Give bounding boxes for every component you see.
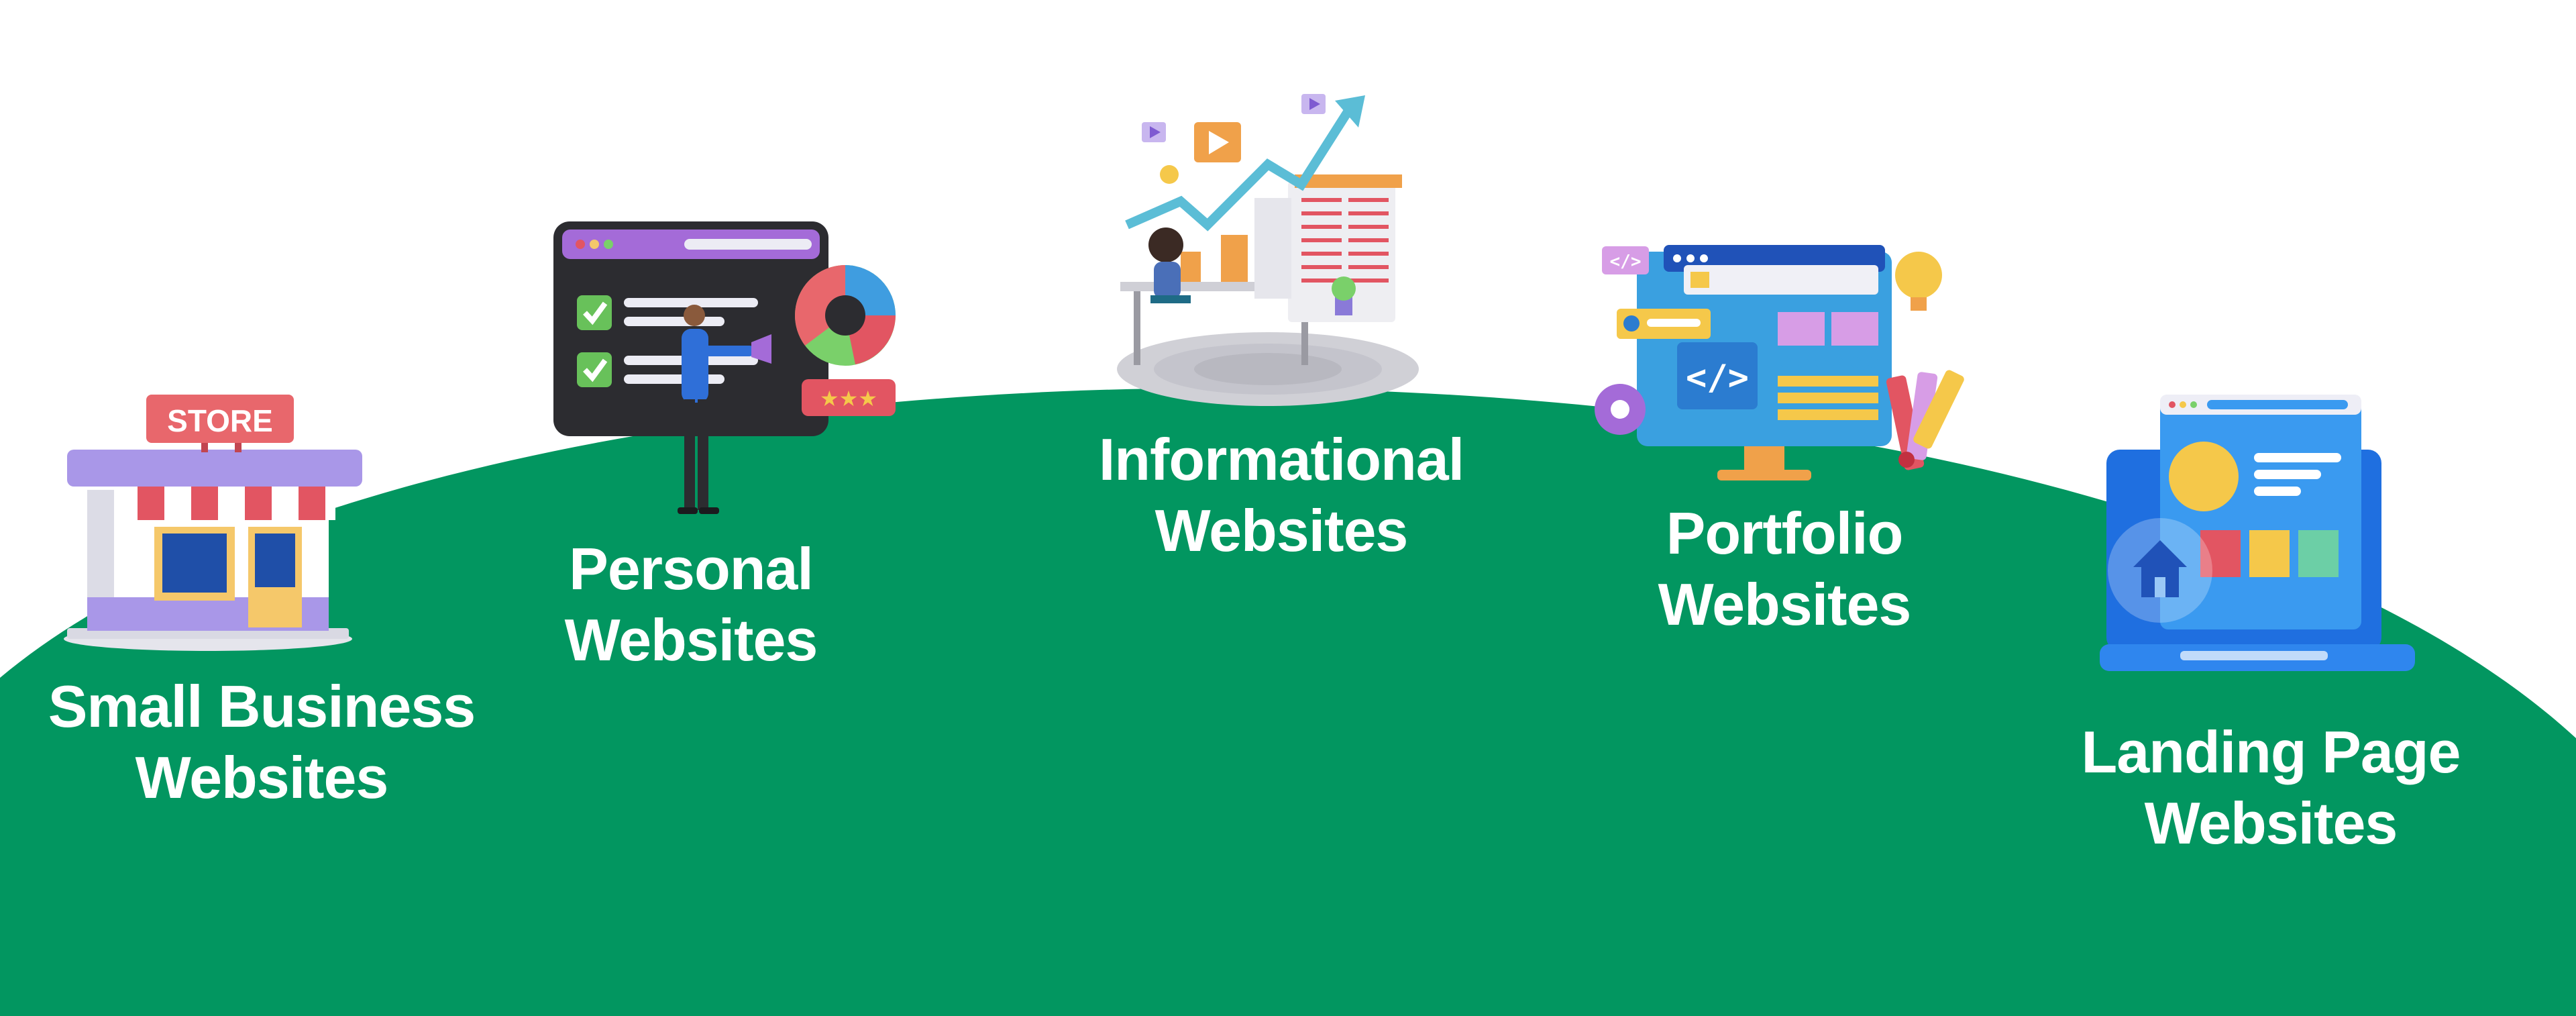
personal-label: Personal Websites bbox=[523, 534, 859, 676]
portfolio-item: </> </> bbox=[1590, 238, 1979, 493]
small-business-item: STORE bbox=[40, 389, 376, 658]
small-business-label: Small Business Websites bbox=[47, 671, 476, 813]
green-arc-shape bbox=[0, 388, 2576, 1016]
laptop-landing-page-icon bbox=[2100, 395, 2415, 671]
personal-line1: Personal bbox=[569, 536, 814, 602]
code-tag-text: </> bbox=[1610, 252, 1642, 272]
code-monitor-icon: </> </> bbox=[1595, 245, 1964, 480]
informational-label: Informational Websites bbox=[1073, 424, 1489, 566]
informational-line1: Informational bbox=[1098, 426, 1464, 493]
portfolio-label: Portfolio Websites bbox=[1617, 498, 1952, 640]
informational-item bbox=[1100, 81, 1449, 416]
landing-page-line1: Landing Page bbox=[2081, 719, 2461, 785]
personal-item: ★★★ bbox=[550, 215, 899, 537]
personal-line2: Websites bbox=[564, 607, 818, 673]
store-sign-text: STORE bbox=[167, 403, 273, 438]
small-business-line2: Websites bbox=[135, 744, 389, 811]
svg-text:</>: </> bbox=[1686, 358, 1749, 398]
portfolio-line2: Websites bbox=[1658, 571, 1912, 638]
analytics-desk-icon bbox=[1117, 94, 1419, 406]
presentation-board-icon: ★★★ bbox=[553, 221, 896, 514]
portfolio-line1: Portfolio bbox=[1666, 500, 1904, 566]
landing-page-line2: Websites bbox=[2144, 790, 2398, 856]
svg-text:★★★: ★★★ bbox=[820, 386, 877, 411]
landing-page-label: Landing Page Websites bbox=[2063, 717, 2479, 859]
small-business-line1: Small Business bbox=[48, 673, 476, 740]
informational-line2: Websites bbox=[1155, 497, 1409, 564]
store-icon: STORE bbox=[64, 395, 362, 651]
landing-page-item bbox=[2093, 389, 2415, 684]
